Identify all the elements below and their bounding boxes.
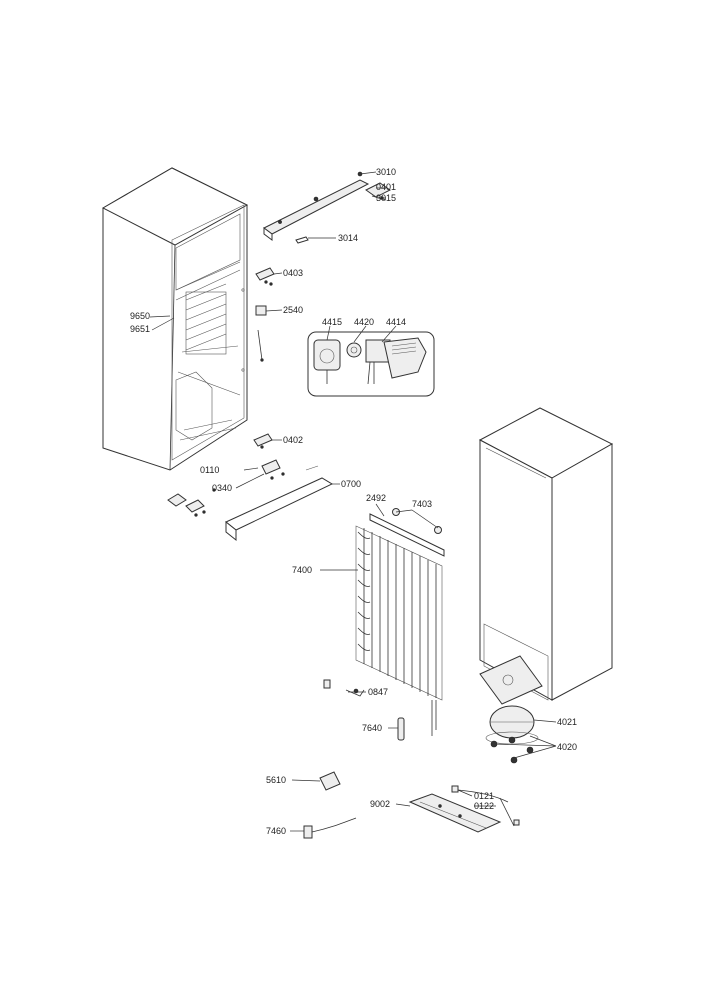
condenser-clips — [392, 508, 442, 534]
label-3010: 3010 — [376, 167, 396, 177]
control-board — [408, 793, 502, 833]
label-3014: 3014 — [338, 233, 358, 243]
power-cord — [303, 817, 357, 839]
label-7640: 7640 — [362, 723, 382, 733]
label-7460: 7460 — [266, 826, 286, 836]
label-4420: 4420 — [354, 317, 374, 327]
drier-filter — [397, 717, 405, 741]
relay-box — [319, 771, 341, 791]
thermostat-knob — [255, 305, 267, 316]
label-0700: 0700 — [341, 479, 361, 489]
compressor — [485, 705, 539, 745]
condenser-top-bar — [369, 513, 445, 557]
label-9651: 9651 — [130, 324, 150, 334]
cabinet-shelves — [175, 283, 241, 441]
part-labels: 3010 0401 3015 3014 0403 2540 9650 9651 … — [130, 167, 577, 836]
label-0847: 0847 — [368, 687, 388, 697]
lamp-part — [257, 329, 264, 362]
hinge-pin — [261, 459, 285, 480]
label-4021: 4021 — [557, 717, 577, 727]
compressor-grommets — [490, 736, 534, 764]
adjustable-foot — [167, 488, 216, 517]
label-0110: 0110 — [200, 465, 219, 475]
condenser — [355, 525, 443, 736]
label-5610: 5610 — [266, 775, 286, 785]
compressor-tray — [479, 655, 543, 705]
label-3015: 3015 — [376, 193, 396, 203]
label-0403: 0403 — [283, 268, 303, 278]
lower-hinge-bracket — [253, 433, 273, 449]
label-7403: 7403 — [412, 499, 432, 509]
drier-fitting — [323, 679, 365, 697]
label-0121: 0121 — [474, 791, 494, 801]
label-0402: 0402 — [283, 435, 303, 445]
bottom-front-panel — [225, 465, 334, 542]
top-trim-strip — [295, 236, 309, 244]
upper-hinge-bracket — [255, 267, 275, 286]
leader-lines — [149, 171, 557, 832]
cabinet-rear-view — [478, 407, 614, 701]
fan-blade — [346, 342, 362, 358]
label-0401: 0401 — [376, 182, 396, 192]
label-9650: 9650 — [130, 311, 150, 321]
condenser-coils — [357, 528, 437, 698]
label-0340: 0340 — [212, 483, 232, 493]
label-2540: 2540 — [283, 305, 303, 315]
label-4414: 4414 — [386, 317, 406, 327]
label-0122: 0122 — [474, 801, 494, 811]
thermal-sensor — [451, 785, 520, 827]
label-4415: 4415 — [322, 317, 342, 327]
label-4020: 4020 — [557, 742, 577, 752]
cabinet-front-view — [101, 167, 249, 471]
top-hinge-cover — [263, 171, 370, 241]
label-7400: 7400 — [292, 565, 312, 575]
fan-housing — [383, 337, 427, 379]
label-2492: 2492 — [366, 493, 386, 503]
fan-assembly-inset — [307, 331, 435, 397]
label-9002: 9002 — [370, 799, 390, 809]
